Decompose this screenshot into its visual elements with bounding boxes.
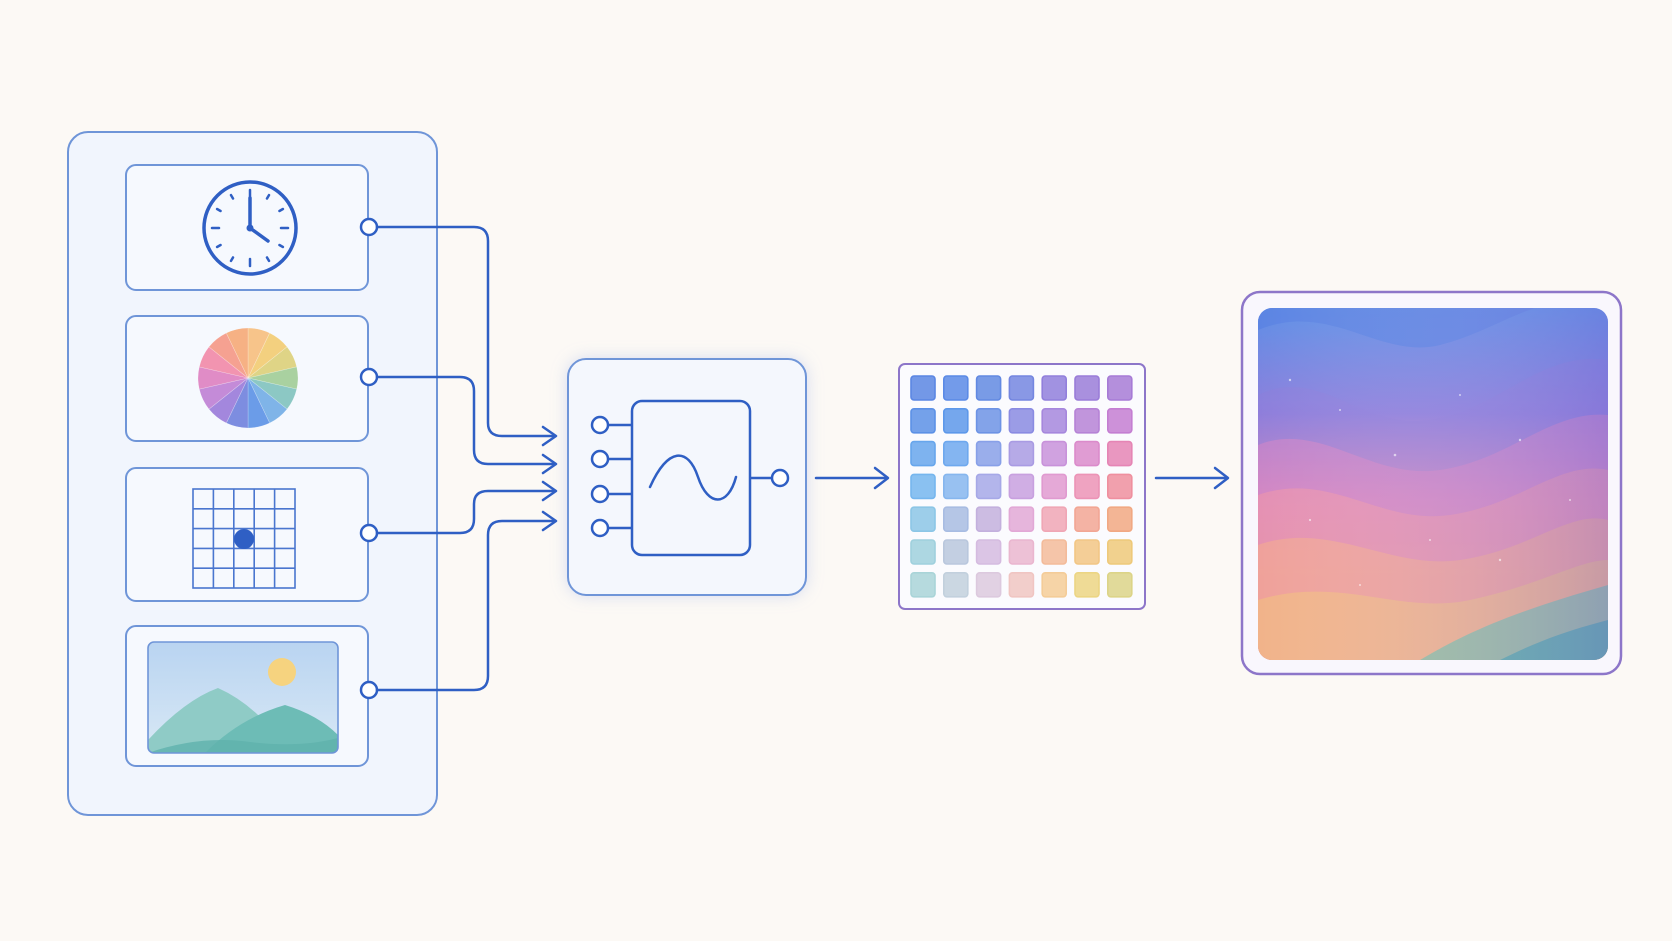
palette-cell bbox=[975, 539, 1002, 565]
palette-cell bbox=[1107, 473, 1133, 500]
palette-cell bbox=[910, 506, 936, 533]
palette-cell bbox=[910, 440, 936, 467]
clock-tick bbox=[229, 193, 235, 200]
palette-cell bbox=[1008, 440, 1035, 467]
palette-cell bbox=[1074, 539, 1100, 565]
palette-cell bbox=[1107, 375, 1133, 401]
palette-cell bbox=[1041, 375, 1067, 401]
arrowhead bbox=[541, 510, 558, 532]
palette-cell bbox=[1008, 375, 1035, 401]
palette-cell bbox=[975, 571, 1002, 598]
connector-color bbox=[375, 375, 555, 466]
processor-input-port[interactable] bbox=[590, 518, 610, 538]
palette-cell bbox=[1074, 571, 1100, 598]
connector-position bbox=[375, 489, 555, 535]
image-input-card bbox=[125, 625, 379, 767]
palette-cell bbox=[975, 506, 1002, 533]
gradient-wave-image-icon bbox=[1258, 308, 1608, 660]
palette-cell bbox=[975, 440, 1002, 467]
palette-cell bbox=[1107, 571, 1133, 598]
color-wheel-segment bbox=[247, 366, 298, 390]
connector-time bbox=[375, 225, 555, 438]
color-wheel-icon bbox=[198, 328, 298, 428]
palette-cell bbox=[942, 473, 969, 500]
palette-cell bbox=[1107, 506, 1133, 533]
palette-cell bbox=[1008, 506, 1035, 533]
clock-tick bbox=[265, 256, 271, 263]
palette-cell bbox=[1074, 407, 1100, 434]
arrowhead bbox=[541, 453, 558, 475]
palette-cell bbox=[1008, 571, 1035, 598]
palette-cell bbox=[1074, 506, 1100, 533]
clock-tick bbox=[278, 207, 285, 213]
palette-cell bbox=[975, 473, 1002, 500]
palette-cell bbox=[1008, 539, 1035, 565]
arrow-to-output bbox=[1154, 466, 1230, 490]
position-output-port[interactable] bbox=[359, 523, 379, 543]
landscape-image-icon bbox=[147, 641, 339, 754]
color-wheel-segment bbox=[225, 377, 249, 428]
color-output-port[interactable] bbox=[359, 367, 379, 387]
palette-cell bbox=[910, 539, 936, 565]
processor-node bbox=[567, 358, 807, 596]
palette-cell bbox=[1107, 539, 1133, 565]
palette-cell bbox=[1074, 473, 1100, 500]
arrowhead bbox=[541, 425, 558, 447]
connector-image bbox=[375, 519, 555, 692]
palette-cell bbox=[1041, 440, 1067, 467]
time-output-port[interactable] bbox=[359, 217, 379, 237]
palette-cell bbox=[942, 407, 969, 434]
palette-cell bbox=[1041, 506, 1067, 533]
palette-cell bbox=[942, 506, 969, 533]
palette-cell bbox=[910, 571, 936, 598]
palette-cell bbox=[1041, 539, 1067, 565]
grid-point-icon bbox=[192, 488, 296, 589]
palette-cell bbox=[910, 375, 936, 401]
clock-tick bbox=[215, 207, 222, 213]
color-wheel-segment bbox=[247, 377, 271, 428]
processor-output-port[interactable] bbox=[770, 468, 790, 488]
arrowhead bbox=[541, 480, 558, 502]
palette-cell bbox=[1041, 571, 1067, 598]
palette-grid bbox=[898, 363, 1146, 610]
palette-cell bbox=[1074, 375, 1100, 401]
palette-cell bbox=[1041, 407, 1067, 434]
color-wheel-segment bbox=[225, 328, 249, 379]
time-input-card bbox=[125, 164, 379, 291]
color-wheel-segment bbox=[247, 328, 271, 379]
color-input-card bbox=[125, 315, 379, 442]
palette-cell bbox=[910, 473, 936, 500]
processor-input-port[interactable] bbox=[590, 449, 610, 469]
palette-cell bbox=[1008, 407, 1035, 434]
clock-tick bbox=[265, 193, 271, 200]
processor-input-port[interactable] bbox=[590, 484, 610, 504]
palette-cell bbox=[975, 375, 1002, 401]
palette-cell bbox=[942, 571, 969, 598]
palette-cell bbox=[942, 440, 969, 467]
palette-cell bbox=[1008, 473, 1035, 500]
image-output-port[interactable] bbox=[359, 680, 379, 700]
palette-cell bbox=[942, 375, 969, 401]
palette-cell bbox=[910, 407, 936, 434]
palette-cell bbox=[1107, 407, 1133, 434]
clock-tick bbox=[278, 243, 285, 249]
color-wheel-segment bbox=[198, 366, 249, 390]
palette-cell bbox=[975, 407, 1002, 434]
clock-icon bbox=[202, 180, 298, 276]
palette-cell bbox=[1041, 473, 1067, 500]
position-input-card bbox=[125, 467, 379, 602]
palette-cell bbox=[1107, 440, 1133, 467]
palette-cell bbox=[942, 539, 969, 565]
processor-input-port[interactable] bbox=[590, 415, 610, 435]
output-image-frame bbox=[1240, 290, 1623, 676]
arrow-to-palette bbox=[814, 466, 890, 490]
sine-wave-icon bbox=[648, 454, 738, 501]
clock-tick bbox=[215, 243, 222, 249]
clock-tick bbox=[229, 256, 235, 263]
input-connectors bbox=[375, 225, 558, 692]
palette-cell bbox=[1074, 440, 1100, 467]
